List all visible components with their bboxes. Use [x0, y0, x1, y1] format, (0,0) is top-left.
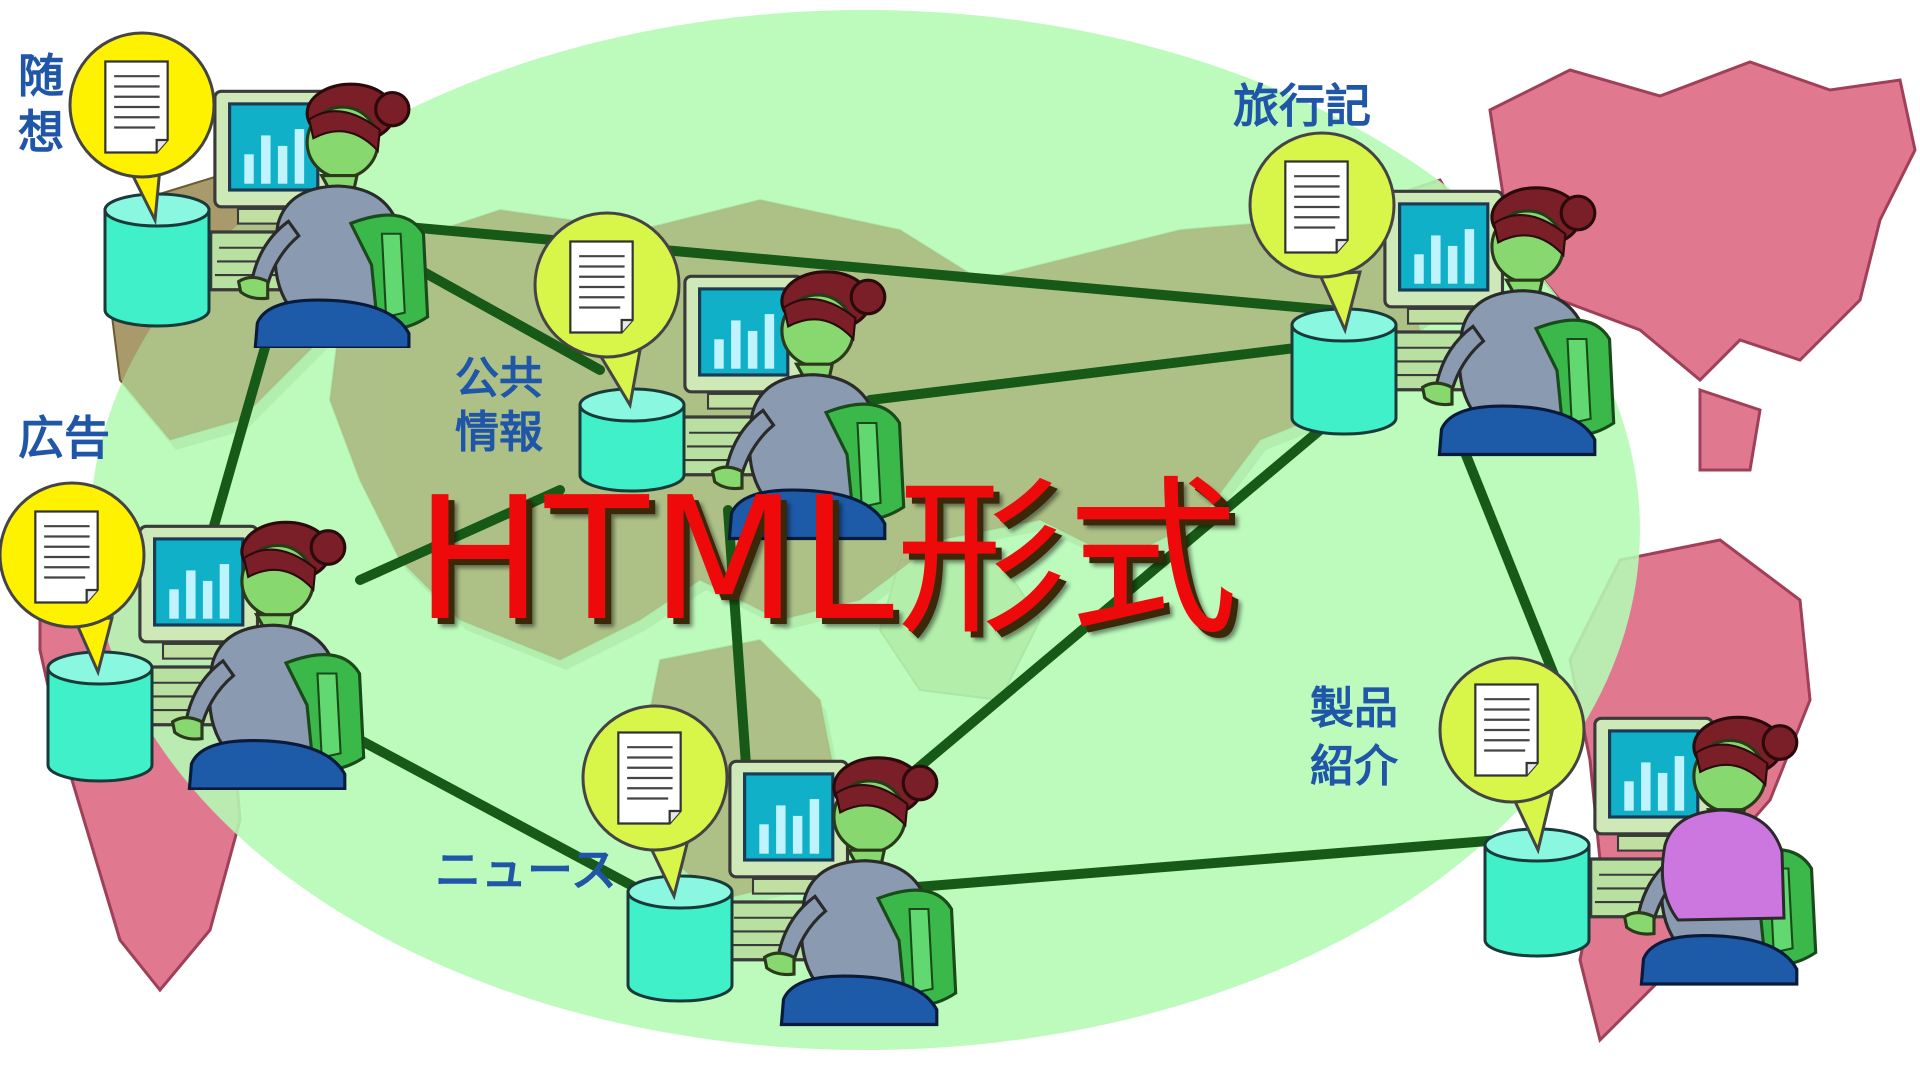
document-icon [104, 60, 169, 154]
speech-bubble [533, 211, 681, 410]
node-zuisou [68, 31, 430, 348]
document-icon [569, 240, 634, 334]
label-seihin: 製品紹介 [1310, 683, 1398, 792]
label-news: ニュース [435, 843, 617, 897]
node-seihin [1438, 656, 1818, 986]
document-icon [34, 510, 99, 604]
speech-bubble [68, 31, 216, 226]
speech-bubble [1438, 656, 1586, 855]
main-title: HTML形式 [415, 461, 1241, 659]
link-news-ryokouki [875, 425, 1325, 805]
document-icon [617, 731, 682, 825]
link-koukyou-ryokouki [865, 340, 1325, 405]
link-zuisou-koukyou [325, 215, 1335, 315]
person-icon [1622, 715, 1818, 986]
link-ryokouki-seihin [1455, 435, 1565, 695]
document-icon [1284, 160, 1349, 254]
node-news [581, 704, 958, 1027]
document-icon [1474, 683, 1539, 777]
link-zuisou-koukoku [205, 325, 275, 545]
database-icon [578, 387, 686, 493]
link-zuisou-koukyou2 [415, 265, 605, 375]
label-koukoku: 広告 [18, 411, 110, 465]
speech-bubble [0, 481, 146, 677]
network-links [205, 215, 1565, 895]
label-koukyou: 公共情報 [455, 353, 543, 458]
node-koukyou [533, 211, 906, 541]
label-ryokouki: 旅行記 [1233, 79, 1371, 133]
speech-bubble [581, 704, 729, 901]
node-koukoku [0, 481, 366, 790]
link-koukoku-koukyou [355, 485, 565, 585]
link-news-seihin [875, 835, 1505, 895]
node-ryokouki [1248, 131, 1616, 457]
speech-bubble [1248, 131, 1396, 335]
link-koukoku-news [355, 735, 645, 895]
label-zuisou: 随想 [18, 49, 64, 159]
database-icon [46, 650, 154, 783]
database-icon [626, 874, 734, 1003]
